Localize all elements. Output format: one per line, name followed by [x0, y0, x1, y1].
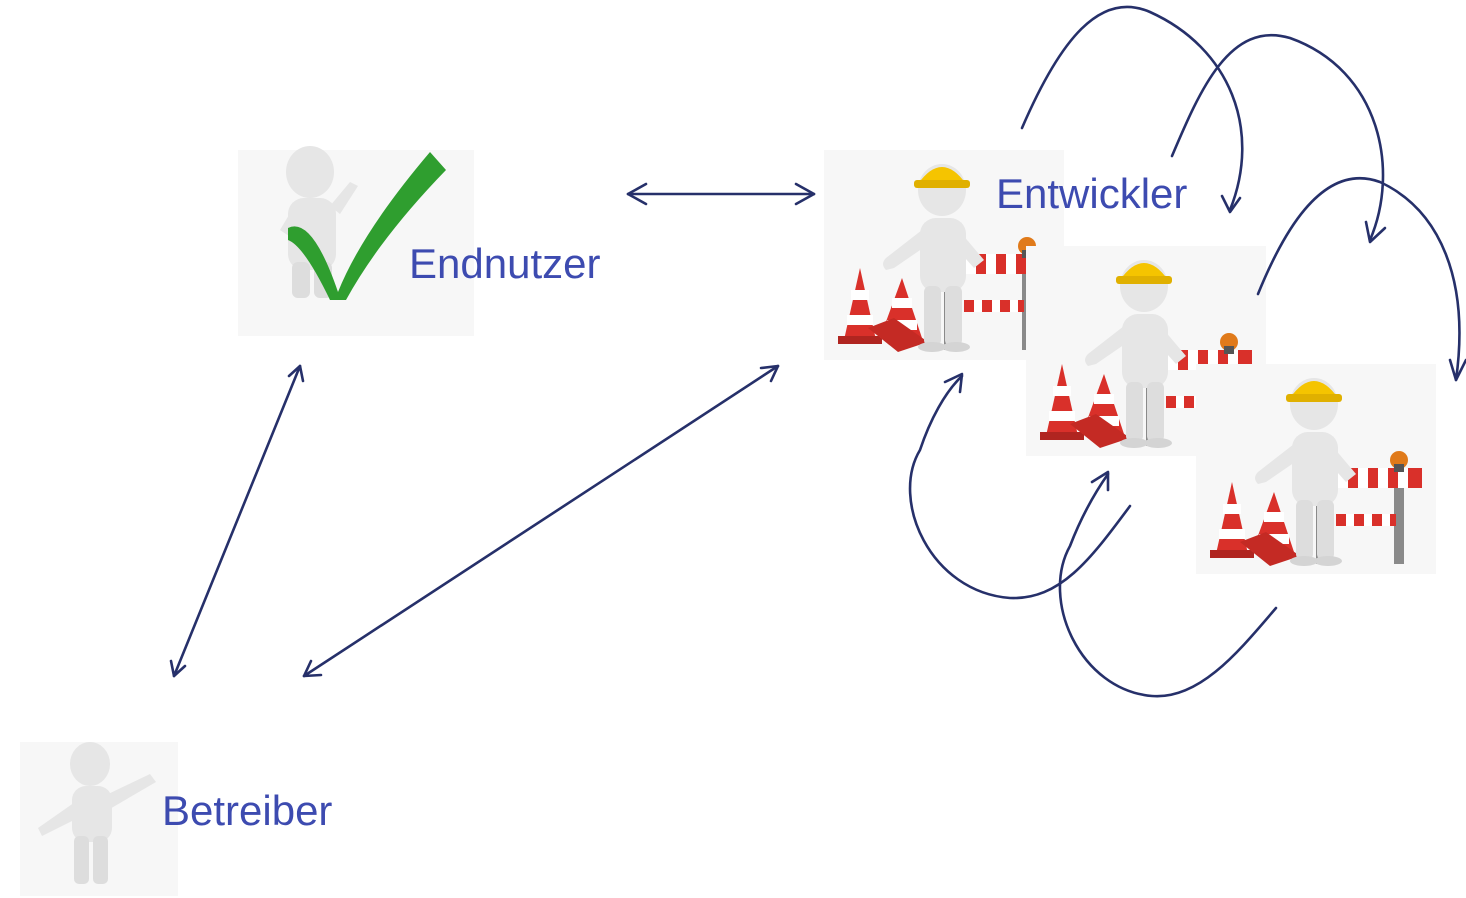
iteration-loop-bottom-1 [908, 372, 1132, 600]
iteration-loop-top-3 [1256, 177, 1466, 382]
iteration-loop-bottom-2 [1058, 470, 1278, 698]
iteration-loop-top-2 [1170, 33, 1387, 244]
betreiber-icon [20, 742, 178, 896]
betreiber-label: Betreiber [162, 787, 333, 834]
arrow-endnutzer-entwickler [626, 182, 816, 206]
iteration-loop-top-1 [1020, 5, 1244, 214]
arrow-entwickler-betreiber [302, 364, 780, 678]
endnutzer-icon [238, 146, 474, 336]
entwickler-label: Entwickler [996, 170, 1188, 217]
arrow-endnutzer-betreiber [169, 364, 305, 678]
entwickler-icon-3 [1196, 364, 1436, 574]
endnutzer-label: Endnutzer [409, 240, 601, 287]
